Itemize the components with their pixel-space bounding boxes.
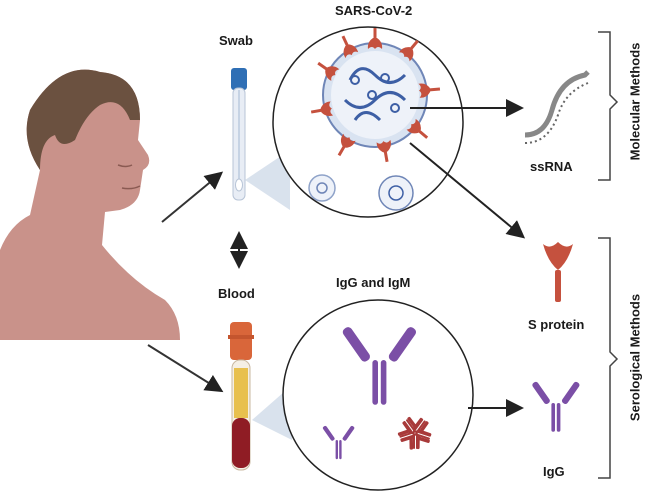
blood-label: Blood <box>218 286 255 301</box>
swab-zoom-wedge <box>245 150 290 210</box>
igg-label: IgG <box>543 464 565 479</box>
blood-tube-icon <box>228 322 254 471</box>
serological-methods-label: Serological Methods <box>627 293 643 422</box>
face-to-blood-arrow <box>147 344 224 393</box>
molecular-bracket <box>598 31 619 181</box>
small-virus-icon-2 <box>378 175 414 211</box>
igg-antibody-icon <box>531 380 581 432</box>
ssrna-icon <box>524 70 590 144</box>
swab-tube-icon <box>231 68 247 201</box>
blood-zoom-wedge <box>252 385 292 440</box>
s-protein-label: S protein <box>528 317 585 332</box>
ssrna-label: ssRNA <box>530 159 573 174</box>
virus-label: SARS-CoV-2 <box>335 3 413 18</box>
molecular-methods-label: Molecular Methods <box>627 42 643 161</box>
serological-bracket <box>598 237 619 479</box>
virus-to-sprotein-arrow <box>409 142 526 239</box>
human-head-icon <box>0 69 180 340</box>
face-to-swab-arrow <box>161 171 224 223</box>
sars-cov-2-virus-icon <box>309 28 441 164</box>
swab-label: Swab <box>219 33 253 48</box>
small-virus-icon <box>308 174 336 202</box>
antibodies-label: IgG and IgM <box>336 275 411 290</box>
s-protein-icon <box>543 242 573 302</box>
